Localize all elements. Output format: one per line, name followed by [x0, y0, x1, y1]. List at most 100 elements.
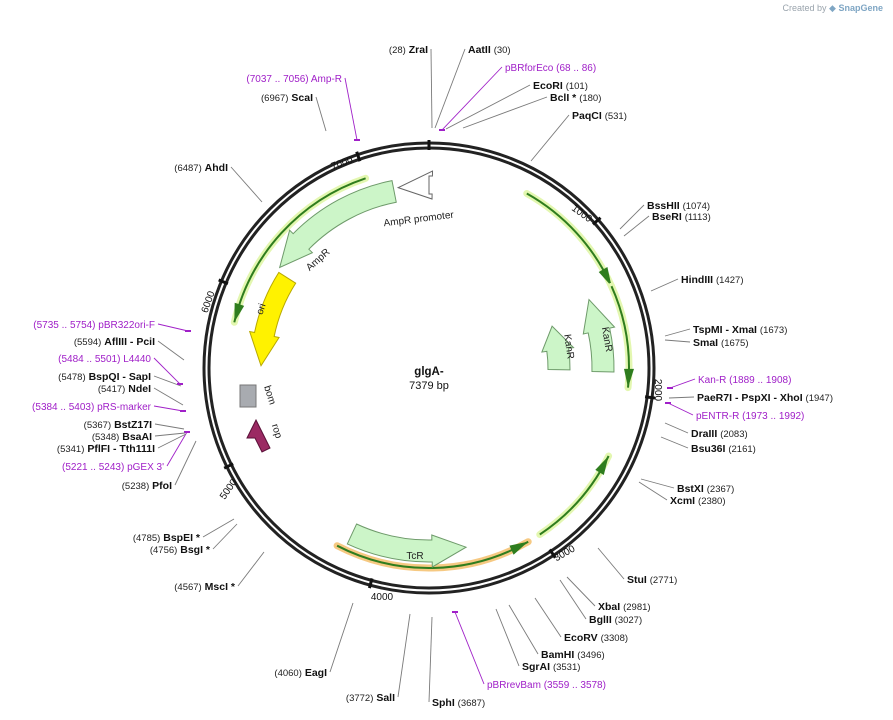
leader-pbrrevbam — [454, 611, 485, 685]
leader-bsshii — [619, 204, 645, 230]
site-position: (1074) — [683, 201, 710, 212]
primer-label-pgex-3: (5221 .. 5243) pGEX 3' — [62, 462, 164, 473]
site-name: BstZ17I — [114, 419, 152, 431]
leader-l4440 — [153, 357, 181, 385]
site-name: pENTR-R — [696, 411, 739, 422]
site-name: Bsu36I — [691, 443, 726, 455]
site-label-sphi: SphI (3687) — [432, 697, 485, 709]
site-position: (5484 .. 5501) — [58, 354, 120, 365]
leader-bcli — [462, 96, 548, 129]
site-position: (2161) — [728, 444, 755, 455]
site-name: BglII — [589, 614, 612, 626]
site-label-aatii: AatII (30) — [468, 44, 511, 56]
site-position: (3531) — [553, 662, 580, 673]
site-position: (4060) — [274, 668, 301, 679]
leader-ndei — [153, 387, 184, 406]
site-position: (101) — [566, 81, 588, 92]
leader-pbrforeco — [441, 66, 503, 131]
site-position: (3687) — [458, 698, 485, 709]
plasmid-size: 7379 bp — [409, 380, 449, 392]
site-name: SgrAI — [522, 661, 550, 673]
primer-label-pbrforeco: pBRforEco (68 .. 86) — [505, 63, 596, 74]
site-label-draiii: DraIII (2083) — [691, 428, 748, 440]
kanr-orf-outer-glow — [523, 190, 615, 290]
tick-mark — [218, 278, 229, 286]
site-name: NdeI — [128, 383, 151, 395]
site-name: pRS-marker — [97, 402, 152, 413]
site-name: SphI — [432, 697, 455, 709]
site-name: pBRforEco — [505, 63, 554, 74]
site-label-smai: SmaI (1675) — [693, 337, 749, 349]
site-position: (2981) — [623, 602, 650, 613]
leader-bamhi — [508, 604, 539, 655]
site-name: StuI — [627, 574, 647, 586]
leader-prs-marker — [153, 405, 184, 412]
plasmid-name: glgA- — [414, 366, 444, 378]
site-label-bsgi: (4756) BsgI * — [150, 544, 211, 556]
bom-box — [239, 384, 257, 408]
site-position: (5221 .. 5243) — [62, 462, 124, 473]
site-position: (3496) — [577, 650, 604, 661]
leader-bspei — [202, 518, 235, 538]
site-name: DraIII — [691, 428, 717, 440]
primer-label-prs-marker: (5384 .. 5403) pRS-marker — [32, 402, 152, 413]
primer-label-amp-r: (7037 .. 7056) Amp-R — [246, 74, 342, 85]
ampr-promoter-arrow — [396, 170, 434, 200]
site-position: (1113) — [685, 212, 711, 223]
tick-mark — [223, 462, 234, 470]
site-name: XbaI — [598, 601, 620, 613]
primer-label-kan-r: Kan-R (1889 .. 1908) — [698, 375, 791, 386]
tcr-orf-bottom-arrowhead — [509, 541, 529, 555]
site-label-ndei: (5417) NdeI — [98, 383, 151, 395]
site-name: PaeR7I - PspXI - XhoI — [697, 392, 803, 404]
ori-arrow — [248, 271, 297, 367]
site-position: (1427) — [716, 275, 743, 286]
leader-bsaai — [154, 432, 186, 437]
leader-bstxi — [640, 478, 675, 489]
site-name: BssHII — [647, 200, 680, 212]
site-position: (5594) — [74, 337, 101, 348]
site-position: (1973 .. 1992) — [742, 411, 804, 422]
tick-mark — [644, 395, 656, 400]
leader-tspmi-xmai — [664, 328, 691, 337]
kanr-inner-label: KanR — [561, 334, 575, 360]
site-position: (1889 .. 1908) — [729, 375, 791, 386]
site-label-eagi: (4060) EagI — [274, 667, 327, 679]
site-name: BspEI * — [163, 532, 201, 544]
primer-label-pentr-r: pENTR-R (1973 .. 1992) — [696, 411, 804, 422]
site-label-bstxi: BstXI (2367) — [677, 483, 734, 495]
site-position: (1673) — [760, 325, 787, 336]
site-label-ahdi: (6487) AhdI — [174, 162, 228, 174]
site-label-xcmi: XcmI (2380) — [670, 495, 726, 507]
site-name: SmaI — [693, 337, 718, 349]
site-label-ecori: EcoRI (101) — [533, 80, 588, 92]
tcr-orf-bottom — [336, 540, 529, 570]
ori-label: ori — [255, 302, 269, 316]
site-name: Kan-R — [698, 375, 726, 386]
site-name: BclI * — [550, 92, 577, 104]
leader-pbr322ori-f — [157, 323, 189, 332]
site-name: BspQI - SapI — [89, 371, 152, 383]
site-position: (6487) — [174, 163, 201, 174]
leader-hindiii — [650, 278, 679, 292]
site-position: (3027) — [615, 615, 642, 626]
site-label-bsshii: BssHII (1074) — [647, 200, 710, 212]
site-name: BsgI * — [180, 544, 211, 556]
leader-kan-r — [669, 378, 696, 389]
leader-ecorv — [534, 597, 562, 638]
leader-stui — [597, 547, 625, 580]
site-position: (30) — [494, 45, 511, 56]
site-name: EagI — [305, 667, 327, 679]
tick-mark — [355, 151, 362, 162]
site-name: HindIII — [681, 274, 713, 286]
site-name: AflIII - PciI — [104, 336, 155, 348]
leader-paer7i-pspxi-xhoi — [668, 396, 695, 399]
leader-pgex-3 — [166, 431, 188, 467]
tick-mark — [592, 216, 602, 226]
site-position: (4567) — [174, 582, 201, 593]
ampr-arrow — [278, 180, 397, 269]
leader-afliii-pcii — [157, 340, 185, 361]
site-position: (180) — [579, 93, 601, 104]
